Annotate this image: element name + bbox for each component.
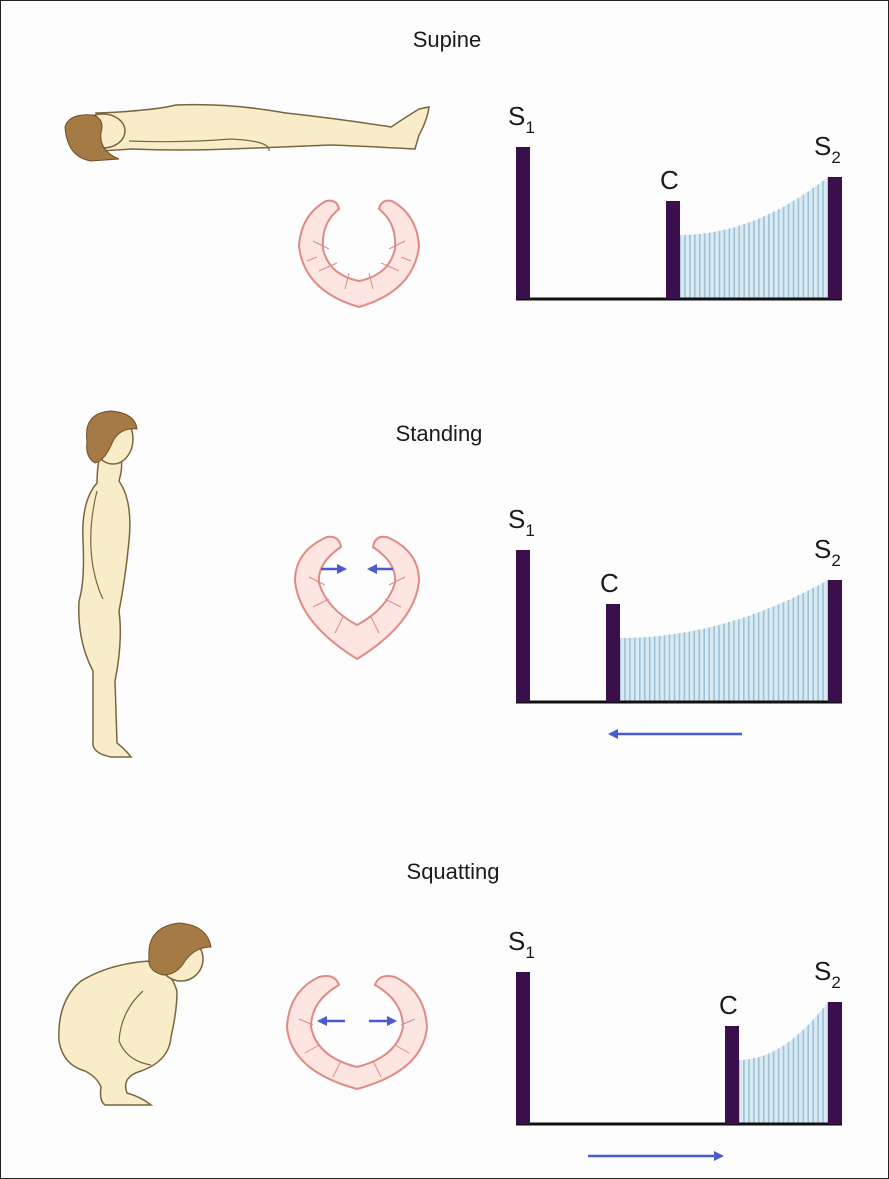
s1-label: S1 bbox=[508, 926, 535, 962]
squatting-body bbox=[59, 961, 177, 1105]
click-bar bbox=[666, 201, 680, 299]
c-label: C bbox=[600, 568, 619, 598]
panel-title-standing: Standing bbox=[396, 421, 483, 446]
supine-heart bbox=[299, 201, 419, 307]
s2-bar bbox=[828, 177, 842, 299]
click-bar bbox=[606, 604, 620, 702]
panel-title-squatting: Squatting bbox=[407, 859, 500, 884]
c-label: C bbox=[719, 990, 738, 1020]
standing-heart bbox=[295, 537, 419, 659]
standing-figure bbox=[79, 411, 137, 757]
standing-body bbox=[79, 459, 131, 757]
s2-bar bbox=[828, 580, 842, 702]
phonocardiogram-squatting: S1 C S2 bbox=[508, 926, 842, 1156]
s1-label: S1 bbox=[508, 504, 535, 540]
phonocardiogram-supine: S1 C S2 bbox=[508, 101, 842, 299]
c-label: C bbox=[660, 165, 679, 195]
s2-label: S2 bbox=[814, 131, 841, 167]
heart-wall bbox=[287, 976, 427, 1089]
s1-bar bbox=[516, 972, 530, 1124]
click-bar bbox=[725, 1026, 739, 1124]
squatting-figure bbox=[59, 923, 211, 1105]
panel-supine: Supine S1 C S2 bbox=[65, 27, 842, 307]
heart-wall bbox=[295, 537, 419, 659]
s1-bar bbox=[516, 147, 530, 299]
panel-squatting: Squatting S1 C S2 bbox=[59, 859, 842, 1156]
heart-wall bbox=[299, 201, 419, 307]
s2-label: S2 bbox=[814, 534, 841, 570]
supine-figure bbox=[65, 105, 429, 161]
squatting-heart bbox=[287, 976, 427, 1089]
s1-bar bbox=[516, 550, 530, 702]
phonocardiogram-standing: S1 C S2 bbox=[508, 504, 842, 734]
s2-bar bbox=[828, 1002, 842, 1124]
panel-title-supine: Supine bbox=[413, 27, 482, 52]
s1-label: S1 bbox=[508, 101, 535, 137]
panel-standing: Standing S1 C S2 bbox=[79, 411, 842, 757]
s2-label: S2 bbox=[814, 956, 841, 992]
